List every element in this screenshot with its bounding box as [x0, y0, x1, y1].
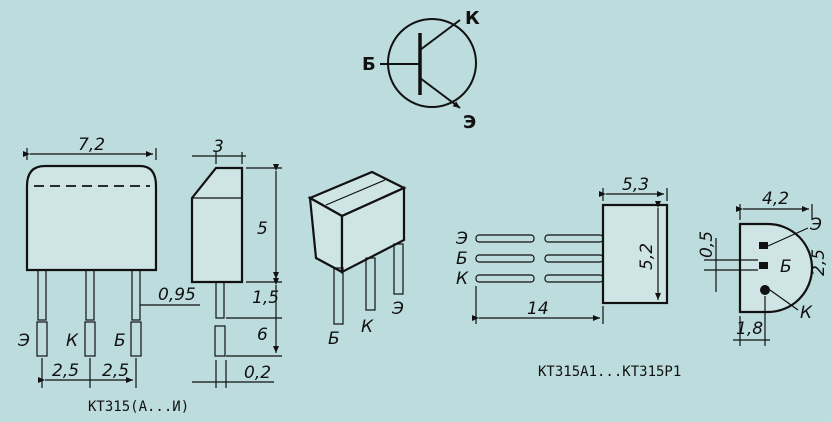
- smd-height-label: 5,2: [637, 243, 657, 270]
- front-caption: КТ315(А...И): [88, 399, 189, 415]
- symbol-collector-lead: [419, 19, 461, 51]
- front-width-label: 7,2: [78, 135, 105, 155]
- side-lead-b-label: 6: [257, 325, 268, 345]
- front-lead-3-tip: [130, 321, 142, 357]
- end-pitch-label: 2,5: [809, 249, 829, 276]
- smd-caption: КТ315А1...КТ315Р1: [538, 364, 681, 380]
- smd-view: Э Б К 5,3 5,2 14 КТ315А1...КТ315Р1: [455, 175, 681, 380]
- front-pin-label-b: Б: [114, 331, 126, 351]
- front-view: Э К Б 7,2 2,5 2,5 0,95 КТ315(А...И): [17, 135, 200, 415]
- front-lead-2-tip: [84, 321, 96, 357]
- symbol-base-label: Б: [362, 54, 376, 75]
- end-diameter-label: 1,8: [736, 319, 763, 339]
- end-view: Э Б К 4,2 0,5 1,8 2,5: [697, 189, 829, 346]
- transistor-symbol: Б К Э: [362, 8, 480, 133]
- side-view: 3 5 1,5 6 0,2: [190, 137, 282, 388]
- end-pin-3: [760, 285, 770, 295]
- side-height-label: 5: [257, 219, 268, 239]
- front-spacing-left-label: 2,5: [52, 361, 79, 381]
- side-lead: [215, 281, 225, 319]
- smd-lead-2-outer: [475, 254, 535, 263]
- side-bottom-label: 0,2: [244, 363, 271, 383]
- symbol-collector-label: К: [465, 8, 480, 29]
- symbol-emitter-lead: [419, 77, 461, 109]
- smd-length-label: 14: [527, 299, 549, 319]
- smd-pin-label-b: Б: [456, 249, 468, 269]
- front-body: [25, 164, 158, 272]
- iso-pin-label-k: К: [361, 317, 374, 337]
- end-thickness-label: 0,5: [697, 231, 717, 258]
- smd-lead-2-inner: [544, 254, 604, 263]
- front-pin-thickness-label: 0,95: [158, 285, 196, 305]
- end-pin-label-b: Б: [780, 257, 792, 277]
- front-lead-1-tip: [36, 321, 48, 357]
- end-pin-label-e: Э: [809, 215, 822, 235]
- side-lead-tip: [214, 325, 226, 357]
- side-body: [190, 166, 244, 284]
- smd-pin-label-e: Э: [455, 229, 468, 249]
- iso-side-face: [340, 186, 406, 274]
- end-pin-2: [759, 262, 768, 269]
- iso-lead-2: [365, 257, 376, 311]
- front-lead-3: [131, 269, 141, 321]
- end-body: [738, 222, 814, 314]
- end-width-label: 4,2: [762, 189, 789, 209]
- front-pin-label-e: Э: [17, 331, 30, 351]
- end-pin-label-k: К: [800, 303, 813, 323]
- smd-width-label: 5,3: [622, 175, 649, 195]
- symbol-emitter-label: Э: [463, 112, 476, 133]
- front-spacing-right-label: 2,5: [102, 361, 129, 381]
- iso-lead-3: [393, 243, 404, 295]
- smd-lead-1-outer: [475, 234, 535, 243]
- end-pin-1: [759, 242, 768, 249]
- side-lead-a-label: 1,5: [252, 288, 279, 308]
- front-lead-2: [85, 269, 95, 321]
- smd-lead-3-outer: [475, 274, 535, 283]
- side-top-label: 3: [213, 137, 224, 157]
- smd-lead-3-inner: [544, 274, 604, 283]
- iso-pin-label-e: Э: [391, 299, 404, 319]
- front-pin-label-k: К: [66, 331, 79, 351]
- front-lead-1: [37, 269, 47, 321]
- iso-pin-label-b: Б: [328, 329, 340, 349]
- isometric-view: Б К Э: [307, 170, 407, 349]
- smd-lead-1-inner: [544, 234, 604, 243]
- smd-pin-label-k: К: [456, 269, 469, 289]
- iso-lead-1: [333, 267, 344, 325]
